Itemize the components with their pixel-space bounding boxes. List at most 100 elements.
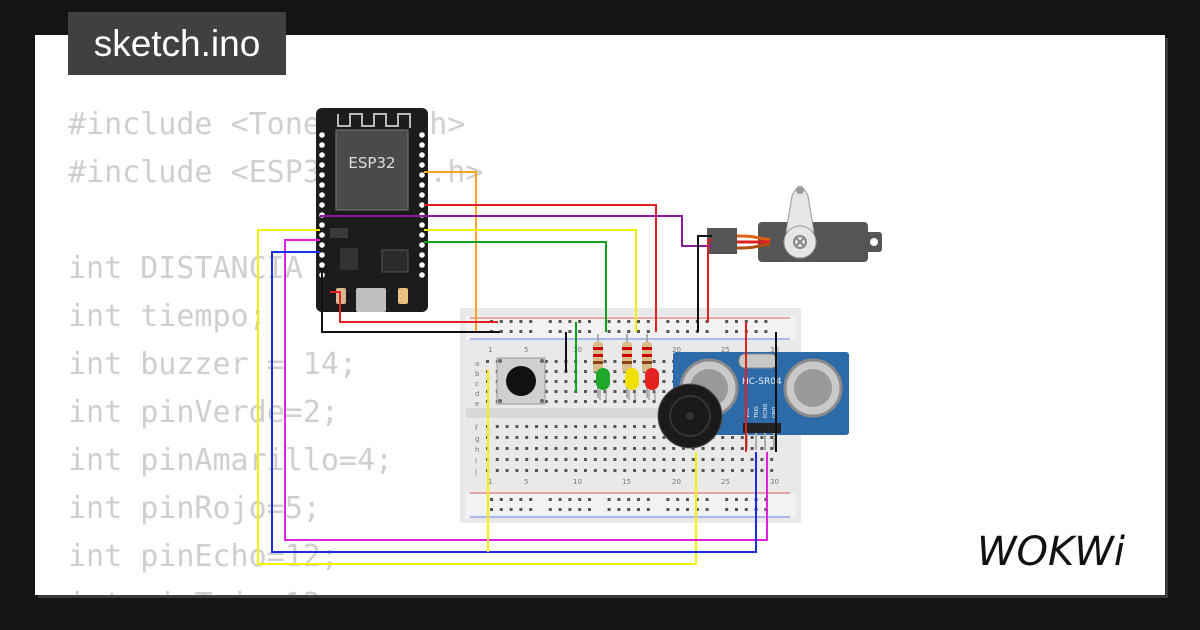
breadboard-hole bbox=[764, 508, 768, 511]
breadboard-hole bbox=[584, 425, 587, 428]
breadboard-hole bbox=[633, 447, 636, 450]
esp32-pin bbox=[419, 132, 425, 138]
bb-letter: f bbox=[475, 424, 478, 432]
led-red[interactable] bbox=[645, 368, 659, 400]
logo-text: WOKWi bbox=[977, 529, 1125, 575]
bb-letter: i bbox=[475, 457, 477, 465]
breadboard-hole bbox=[578, 330, 582, 333]
breadboard-hole bbox=[499, 498, 503, 501]
breadboard-hole bbox=[584, 469, 587, 472]
breadboard-hole bbox=[574, 447, 578, 450]
bb-number: 25 bbox=[721, 478, 730, 486]
breadboard-hole bbox=[662, 370, 666, 373]
breadboard-hole bbox=[705, 498, 709, 501]
breadboard-hole bbox=[760, 447, 764, 450]
breadboard-hole bbox=[617, 320, 621, 323]
sensor-label: HC-SR04 bbox=[742, 377, 782, 387]
breadboard-hole bbox=[505, 425, 509, 428]
breadboard-hole bbox=[554, 390, 558, 393]
breadboard-hole bbox=[731, 458, 734, 461]
esp32-board[interactable]: ESP32 bbox=[316, 108, 428, 312]
breadboard-hole bbox=[544, 425, 548, 428]
bb-number: 25 bbox=[721, 346, 730, 354]
breadboard-hole bbox=[731, 447, 734, 450]
sensor-pin-label: VCC bbox=[745, 407, 751, 418]
led-yellow[interactable] bbox=[625, 368, 639, 400]
breadboard-hole bbox=[505, 458, 509, 461]
bb-number: 10 bbox=[573, 346, 582, 354]
servo-motor[interactable] bbox=[707, 186, 882, 262]
breadboard-hole bbox=[490, 508, 493, 511]
breadboard-hole bbox=[637, 320, 640, 323]
breadboard-hole bbox=[603, 400, 607, 403]
breadboard-hole bbox=[584, 447, 587, 450]
breadboard-hole bbox=[535, 447, 538, 450]
esp32-pin bbox=[419, 262, 425, 268]
breadboard-hole bbox=[754, 330, 758, 333]
breadboard-hole bbox=[593, 436, 597, 439]
esp32-pin bbox=[319, 222, 325, 228]
breadboard-hole bbox=[637, 498, 640, 501]
esp32-label: ESP32 bbox=[348, 154, 395, 172]
breadboard-hole bbox=[593, 380, 597, 383]
breadboard-hole bbox=[750, 458, 754, 461]
esp32-pin bbox=[319, 192, 325, 198]
breadboard-hole bbox=[593, 447, 597, 450]
breadboard-hole bbox=[564, 458, 568, 461]
breadboard-hole bbox=[593, 469, 597, 472]
breadboard-hole bbox=[764, 320, 768, 323]
breadboard-hole bbox=[686, 330, 689, 333]
breadboard-hole bbox=[642, 436, 646, 439]
breadboard-hole bbox=[705, 330, 709, 333]
breadboard-hole bbox=[564, 400, 568, 403]
bb-number: 30 bbox=[770, 346, 779, 354]
bb-letter: e bbox=[475, 400, 479, 408]
breadboard-hole bbox=[623, 447, 627, 450]
breadboard-hole bbox=[495, 436, 499, 439]
breadboard-hole bbox=[735, 498, 738, 501]
breadboard-hole bbox=[593, 458, 597, 461]
breadboard-hole bbox=[642, 458, 646, 461]
breadboard-hole bbox=[568, 320, 572, 323]
breadboard-hole bbox=[603, 447, 607, 450]
breadboard-hole bbox=[515, 458, 519, 461]
code-line: int pinTrig=13; bbox=[68, 581, 483, 595]
led-green[interactable] bbox=[596, 368, 610, 400]
breadboard-hole bbox=[525, 447, 529, 450]
breadboard-hole bbox=[725, 320, 729, 323]
breadboard-hole bbox=[486, 360, 489, 363]
breadboard-hole bbox=[607, 508, 611, 511]
file-tab[interactable]: sketch.ino bbox=[68, 12, 286, 75]
breadboard-hole bbox=[544, 469, 548, 472]
breadboard-hole bbox=[525, 436, 529, 439]
breadboard-hole bbox=[544, 370, 548, 373]
sensor-pin-label: TRIG bbox=[754, 406, 760, 419]
breadboard-hole bbox=[558, 508, 562, 511]
code-line: int pinVerde=2; bbox=[68, 395, 339, 430]
breadboard-hole bbox=[584, 390, 587, 393]
esp32-pin bbox=[419, 242, 425, 248]
breadboard-hole bbox=[617, 330, 621, 333]
esp32-pin bbox=[419, 172, 425, 178]
buzzer[interactable] bbox=[657, 383, 723, 449]
bb-letter: b bbox=[475, 370, 480, 378]
wire-yellow-led bbox=[424, 229, 637, 332]
breadboard-hole bbox=[613, 390, 617, 393]
breadboard-hole bbox=[588, 498, 591, 501]
breadboard-hole bbox=[731, 469, 734, 472]
esp32-pin bbox=[419, 142, 425, 148]
breadboard-hole bbox=[613, 425, 617, 428]
breadboard-hole bbox=[642, 469, 646, 472]
esp32-pin bbox=[319, 142, 325, 148]
breadboard-hole bbox=[554, 380, 558, 383]
breadboard-hole bbox=[519, 498, 523, 501]
esp32-pin bbox=[419, 182, 425, 188]
esp32-pin bbox=[319, 132, 325, 138]
breadboard-hole bbox=[735, 330, 738, 333]
code-line: int buzzer = 14; bbox=[68, 347, 357, 382]
breadboard-hole bbox=[652, 436, 656, 439]
pushbutton[interactable] bbox=[496, 357, 546, 405]
esp32-pin bbox=[419, 272, 425, 278]
breadboard-hole bbox=[770, 458, 774, 461]
breadboard-hole bbox=[770, 447, 774, 450]
